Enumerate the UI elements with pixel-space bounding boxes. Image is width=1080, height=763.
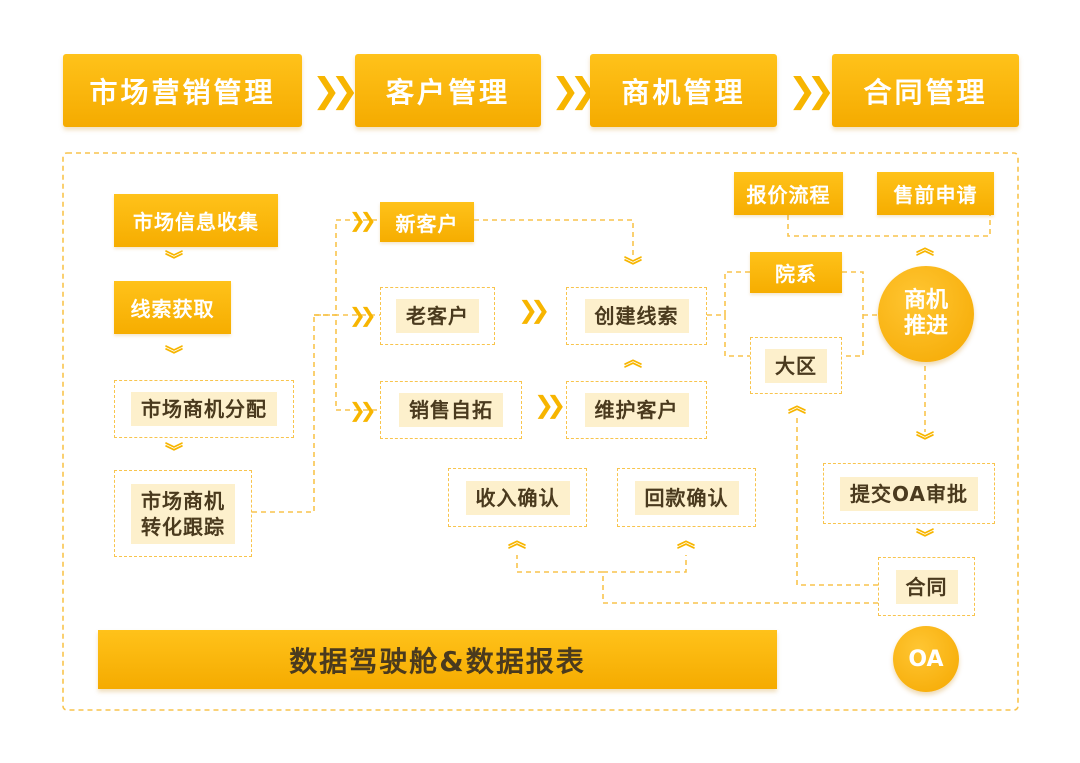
chevron-down-icon: ︾ [624, 256, 642, 277]
stage-marketing: 市场营销管理 [63, 54, 302, 127]
chevron-up-icon: ︽ [788, 396, 806, 417]
node-region-label: 大区 [765, 348, 827, 383]
wire-branch-new [314, 219, 380, 316]
node-payment-confirm: 回款确认 [617, 468, 756, 527]
node-maintain-customer: 维护客户 [566, 381, 707, 439]
node-old-customer: 老客户 [380, 287, 495, 345]
stage-opportunity: 商机管理 [590, 54, 777, 127]
node-opportunity-advance: 商机 推进 [878, 266, 974, 362]
chevron-right-icon: ❯❯ [534, 391, 566, 419]
wire-create-to-college [724, 271, 750, 315]
node-create-lead-label: 创建线索 [584, 299, 689, 333]
wire-contract-to-income [516, 555, 878, 604]
node-new-customer: 新客户 [380, 202, 474, 242]
chevron-right-icon: ❯❯ [551, 71, 598, 111]
node-maintain-customer-label: 维护客户 [584, 393, 689, 427]
chevron-right-icon: ❯❯ [312, 71, 359, 111]
chevron-down-icon: ︾ [165, 250, 183, 271]
dashboard-banner: 数据驾驶舱&数据报表 [98, 630, 777, 689]
node-region: 大区 [750, 337, 842, 394]
node-old-customer-label: 老客户 [396, 299, 479, 333]
chevron-right-icon: ❯❯ [349, 303, 376, 327]
stage-contract: 合同管理 [832, 54, 1019, 127]
node-contract-label: 合同 [895, 569, 958, 604]
wire-quote-presales [787, 215, 991, 237]
chevron-right-icon: ❯❯ [518, 296, 550, 324]
wire-create-to-region [707, 314, 750, 357]
stage-customer: 客户管理 [355, 54, 541, 127]
node-self-develop: 销售自拓 [380, 381, 522, 439]
node-college: 院系 [750, 252, 842, 293]
node-income-confirm: 收入确认 [448, 468, 587, 527]
node-submit-oa-label: 提交OA审批 [840, 476, 978, 511]
chevron-right-icon: ❯❯ [788, 71, 835, 111]
node-info-collect: 市场信息收集 [114, 194, 278, 247]
node-contract: 合同 [878, 557, 975, 616]
node-conversion-track: 市场商机 转化跟踪 [114, 470, 252, 557]
chevron-up-icon: ︽ [916, 238, 934, 259]
node-create-lead: 创建线索 [566, 287, 707, 345]
chevron-down-icon: ︾ [916, 431, 934, 452]
node-submit-oa: 提交OA审批 [823, 463, 995, 524]
node-opportunity-assign-label: 市场商机分配 [131, 392, 277, 426]
wire-college-region [842, 271, 864, 357]
oa-badge: OA [893, 626, 959, 692]
chevron-up-icon: ︽ [508, 531, 526, 552]
node-income-confirm-label: 收入确认 [465, 480, 570, 515]
node-quote-process: 报价流程 [734, 172, 843, 215]
chevron-up-icon: ︽ [624, 350, 642, 371]
chevron-right-icon: ❯❯ [349, 208, 376, 232]
chevron-down-icon: ︾ [916, 528, 934, 549]
node-opportunity-assign: 市场商机分配 [114, 380, 294, 438]
chevron-right-icon: ❯❯ [349, 398, 376, 422]
node-self-develop-label: 销售自拓 [399, 393, 503, 427]
node-lead-acquire: 线索获取 [114, 281, 231, 334]
node-conversion-track-label: 市场商机 转化跟踪 [131, 483, 235, 544]
node-payment-confirm-label: 回款确认 [634, 480, 739, 515]
wire-new-to-create [474, 219, 634, 258]
chevron-down-icon: ︾ [165, 442, 183, 463]
chevron-up-icon: ︽ [677, 531, 695, 552]
node-presales-request: 售前申请 [877, 172, 994, 215]
chevron-down-icon: ︾ [165, 345, 183, 366]
wire-branch-self [314, 314, 380, 411]
wire-contract-to-payment [603, 555, 687, 573]
